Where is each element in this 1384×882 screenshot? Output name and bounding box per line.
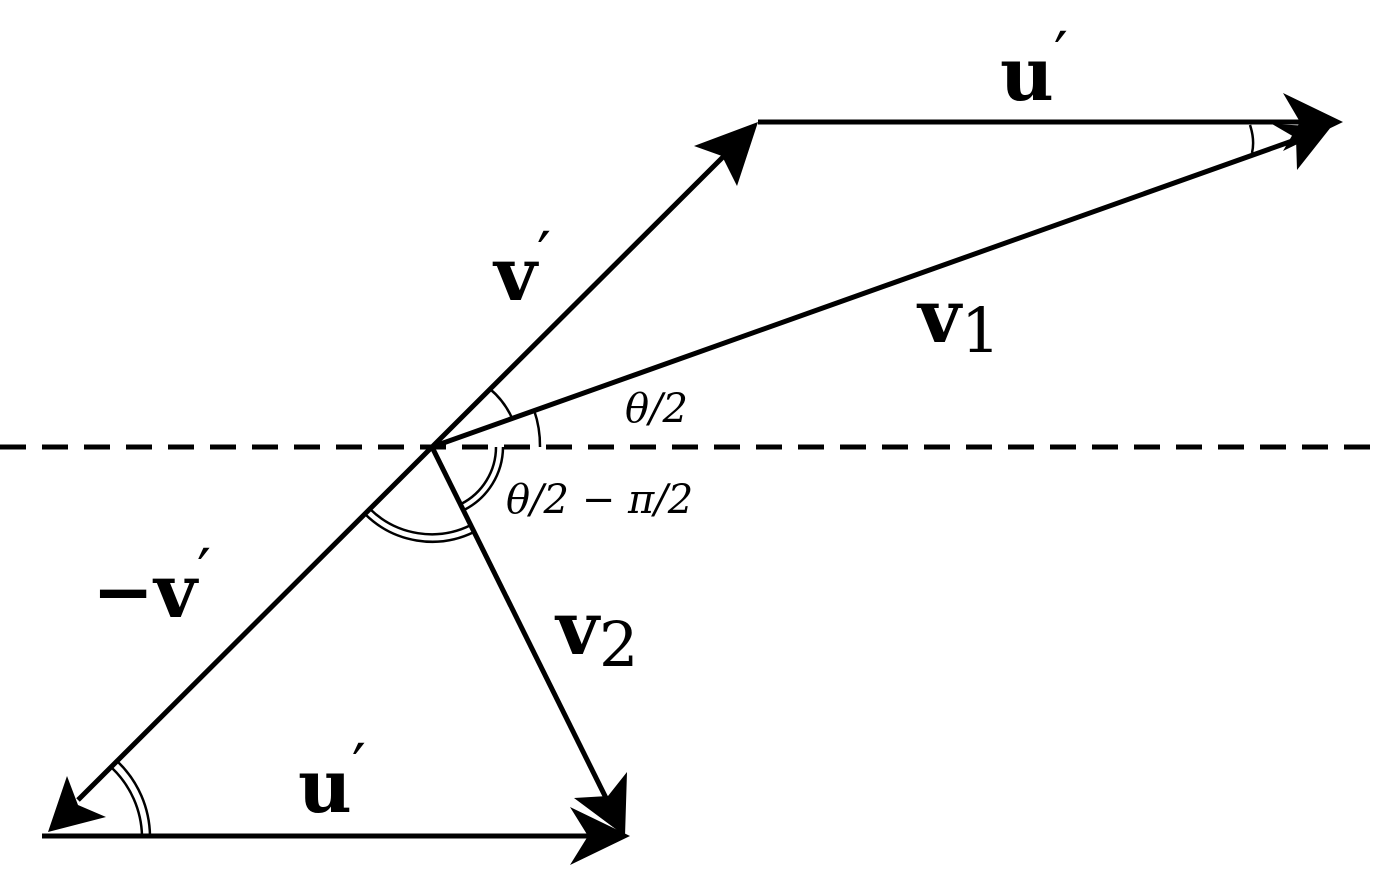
arrowhead-v1 (1272, 124, 1331, 170)
vector-neg-v-prime (76, 445, 434, 802)
label-theta-half: θ/2 (625, 386, 688, 432)
label-u-prime-bottom: u′ (298, 730, 366, 830)
arrowhead-neg-v-prime (48, 776, 106, 832)
angle-arc-tip (1248, 124, 1255, 154)
angle-arc-double-outer-right (463, 446, 505, 512)
label-u-prime-top: u′ (1000, 18, 1068, 118)
angle-arc-double-outer-bottom (364, 513, 475, 543)
angle-arc-v-prime-v1 (489, 388, 514, 419)
label-theta-half-minus-pi-half: θ/2 − π/2 (506, 477, 693, 523)
vector-v1 (431, 137, 1296, 450)
angle-arc-theta-half (532, 409, 542, 448)
vector-v2 (429, 445, 610, 802)
label-neg-v-prime: −v′ (92, 535, 211, 635)
label-v2: v2 (554, 586, 638, 681)
angle-arc-double-inner-right (460, 446, 498, 506)
vector-v-prime (430, 148, 732, 449)
label-v-prime: v′ (492, 218, 551, 318)
arrowhead-v2 (574, 772, 627, 836)
angle-arc-double-corner-outer (117, 761, 152, 837)
arrowhead-v-prime (694, 122, 758, 186)
angle-arc-double-inner-bottom (369, 508, 472, 536)
label-v1: v1 (916, 274, 1000, 367)
angle-arc-double-corner-inner (111, 767, 144, 837)
arrowhead-u-prime-bottom (570, 807, 630, 865)
